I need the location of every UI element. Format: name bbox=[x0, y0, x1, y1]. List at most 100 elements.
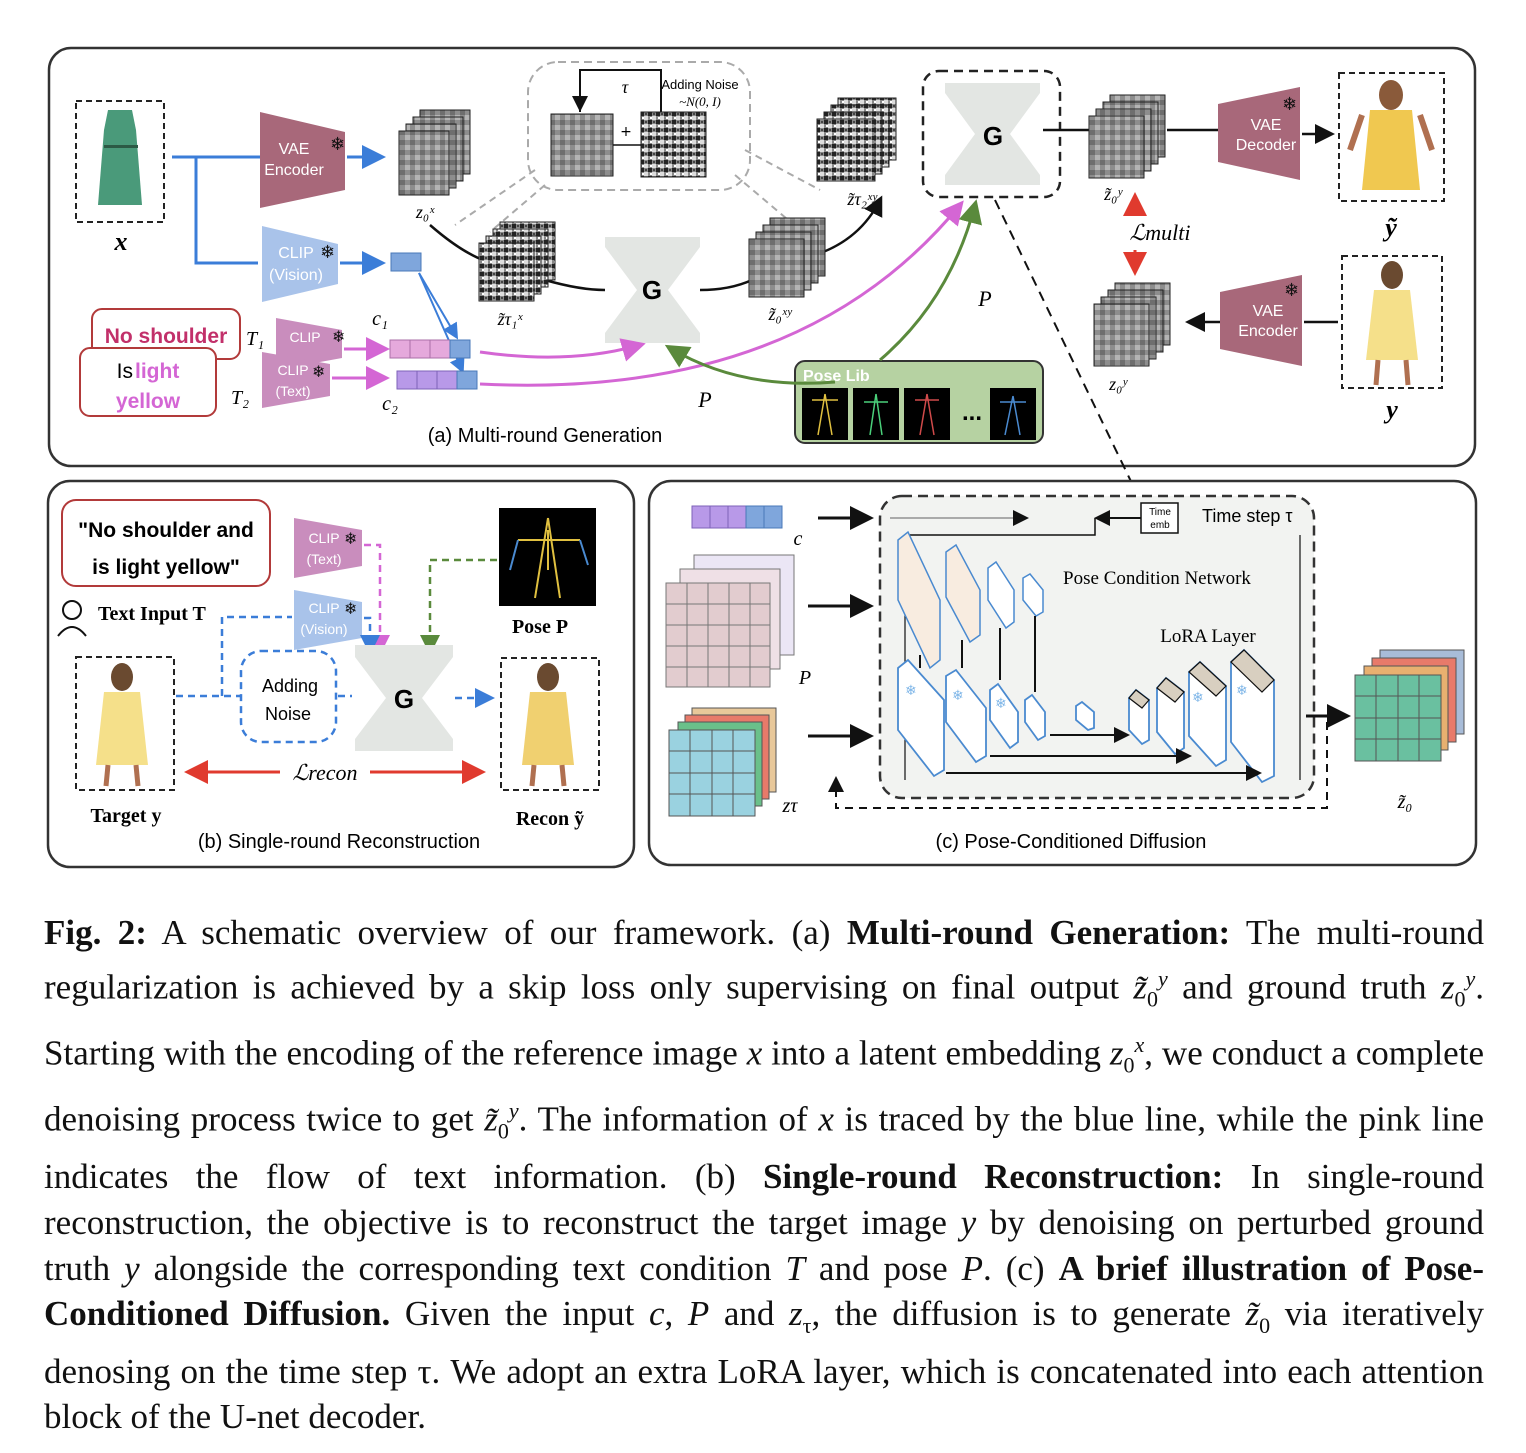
svg-text:VAE: VAE bbox=[279, 141, 310, 158]
svg-text:(Vision): (Vision) bbox=[300, 621, 347, 637]
svg-text:VAE: VAE bbox=[1251, 117, 1282, 134]
svg-text:G: G bbox=[642, 275, 662, 305]
ztau-latent-grid bbox=[668, 707, 777, 817]
latent-ztau2xy-stack bbox=[816, 97, 897, 182]
pose-condition-network-blocks bbox=[897, 530, 1044, 670]
input-x-frame bbox=[75, 100, 165, 223]
text-input-label: Text Input T bbox=[98, 603, 206, 625]
svg-text:G: G bbox=[394, 684, 414, 714]
p-label-a2: P bbox=[977, 286, 991, 311]
target-y-frame bbox=[1341, 255, 1443, 389]
clip-text-b: CLIP (Text) ❄ bbox=[294, 518, 362, 578]
latent-z0y-stack bbox=[1093, 282, 1171, 367]
x-label: x bbox=[114, 227, 128, 256]
svg-text:emb: emb bbox=[1150, 520, 1170, 531]
output-z0-grid bbox=[1354, 649, 1465, 762]
pose-feature-grid bbox=[665, 554, 795, 688]
generator-g-a-right: G bbox=[945, 83, 1040, 185]
frozen-snowflake-icon: ❄ bbox=[1282, 94, 1297, 115]
clip-vision-a: CLIP (Vision) ❄ bbox=[262, 226, 338, 302]
z0xy-label: z̃₀ˣʸ bbox=[768, 304, 793, 324]
c2-label: c₂ bbox=[382, 393, 398, 415]
pose-label: Pose P bbox=[512, 616, 568, 638]
y-label: y bbox=[1383, 395, 1398, 424]
clip-text-a-1: CLIP ❄ bbox=[276, 318, 345, 370]
svg-text:Decoder: Decoder bbox=[1236, 137, 1297, 154]
svg-text:Noise: Noise bbox=[265, 704, 311, 724]
green-dress-image bbox=[98, 110, 142, 205]
svg-text:CLIP: CLIP bbox=[308, 530, 339, 546]
user-icon bbox=[57, 600, 87, 637]
t2-label: T₂ bbox=[231, 387, 249, 409]
pose-condition-network-label: Pose Condition Network bbox=[1063, 568, 1251, 589]
loss-recon-label: ℒrecon bbox=[292, 760, 357, 785]
output-y-tilde-frame bbox=[1338, 72, 1445, 202]
c-label: c bbox=[794, 528, 803, 550]
svg-text:CLIP: CLIP bbox=[289, 329, 320, 345]
recon-yellow-dress-image bbox=[522, 663, 574, 787]
pose-lib-label: Pose Lib bbox=[803, 368, 870, 385]
clip-vision-b: CLIP (Vision) ❄ bbox=[294, 590, 362, 650]
z0y-tilde-label: z̃₀ʸ bbox=[1103, 184, 1123, 204]
z0x-label: z₀ˣ bbox=[415, 202, 435, 222]
text-quote-line-2: is light yellow" bbox=[92, 556, 240, 579]
frozen-snowflake-icon: ❄ bbox=[320, 242, 335, 263]
frozen-snowflake-icon: ❄ bbox=[1284, 280, 1299, 301]
recon-label: Recon ỹ bbox=[516, 808, 584, 830]
y-tilde-label: ỹ bbox=[1382, 213, 1398, 242]
token-strip-c2 bbox=[396, 370, 478, 390]
noise-distribution-label: ~N(0, I) bbox=[679, 94, 721, 109]
svg-text:❄: ❄ bbox=[905, 683, 917, 699]
latent-z0xy-stack bbox=[748, 217, 826, 298]
time-emb-box: Time emb bbox=[1140, 502, 1179, 534]
frozen-snowflake-icon: ❄ bbox=[330, 134, 345, 155]
vae-encoder-a: VAE Encoder ❄ bbox=[260, 112, 345, 208]
yellow-dress-target-image bbox=[1366, 261, 1418, 386]
text-quote-line-1: "No shoulder and bbox=[78, 519, 254, 542]
z0-output-label: z̃₀ bbox=[1397, 791, 1413, 813]
time-step-label: Time step τ bbox=[1202, 506, 1292, 526]
svg-text:CLIP: CLIP bbox=[278, 245, 314, 262]
frozen-snowflake-icons-unet: ❄❄❄ ❄❄ bbox=[905, 683, 1248, 712]
target-label: Target y bbox=[91, 805, 162, 827]
condition-c-tokens bbox=[691, 505, 783, 529]
vae-decoder-a: VAE Decoder ❄ bbox=[1218, 87, 1300, 180]
frozen-snowflake-icon: ❄ bbox=[332, 327, 345, 346]
lora-layers bbox=[1128, 649, 1275, 709]
svg-text:Is: Is bbox=[117, 360, 133, 383]
latent-z0x-stack bbox=[398, 109, 471, 196]
latent-z0y-tilde-stack bbox=[1088, 94, 1166, 179]
svg-text:❄: ❄ bbox=[1192, 690, 1204, 706]
text-box-light-yellow bbox=[79, 347, 217, 417]
pose-thumbnails bbox=[802, 388, 1036, 440]
framework-figure: x VAE Encoder ❄ z₀ˣ CLIP (Vision) ❄ τ Ad… bbox=[46, 46, 1478, 869]
recon-image-frame bbox=[500, 657, 600, 791]
svg-text:light: light bbox=[135, 360, 179, 383]
panel-b-title: (b) Single-round Reconstruction bbox=[198, 831, 480, 853]
svg-text:❄: ❄ bbox=[1236, 683, 1248, 699]
svg-text:+: + bbox=[620, 124, 632, 140]
svg-text:Time: Time bbox=[1149, 507, 1171, 518]
vision-token bbox=[390, 252, 422, 272]
svg-text:VAE: VAE bbox=[1253, 303, 1284, 320]
z0y-label: z₀ʸ bbox=[1108, 374, 1128, 394]
token-strip-c1 bbox=[389, 339, 471, 359]
p-label-c: P bbox=[798, 667, 811, 689]
panel-c-title: (c) Pose-Conditioned Diffusion bbox=[936, 831, 1207, 853]
svg-text:Encoder: Encoder bbox=[1238, 323, 1298, 340]
c1-label: c₁ bbox=[372, 308, 388, 330]
p-label-a1: P bbox=[697, 387, 711, 412]
svg-text:❄: ❄ bbox=[995, 696, 1007, 712]
generator-g-b: G bbox=[355, 645, 453, 751]
tau-label: τ bbox=[622, 77, 629, 97]
svg-text:CLIP: CLIP bbox=[277, 362, 308, 378]
vae-encoder-a-right: VAE Encoder ❄ bbox=[1220, 275, 1302, 366]
yellow-dress-output-image bbox=[1347, 80, 1435, 190]
loss-multi-label: ℒmulti bbox=[1129, 220, 1190, 245]
svg-text:yellow: yellow bbox=[116, 390, 181, 413]
svg-text:CLIP: CLIP bbox=[308, 600, 339, 616]
frozen-snowflake-icon: ❄ bbox=[312, 362, 325, 381]
clip-text-a-2: CLIP (Text) ❄ bbox=[262, 352, 330, 408]
figure-caption: Fig. 2: A schematic overview of our fram… bbox=[44, 913, 1485, 1437]
adding-noise-label: Adding Noise bbox=[661, 77, 738, 92]
